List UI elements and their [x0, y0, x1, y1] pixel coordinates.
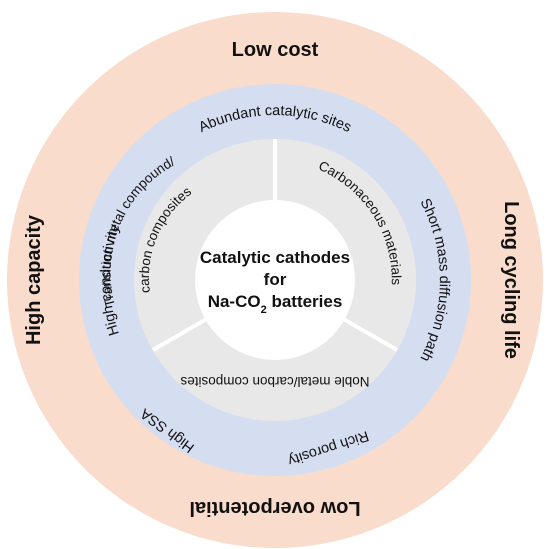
inner-divider-left [151, 315, 212, 352]
center-circle [195, 200, 355, 360]
center-title-line1: Catalytic cathodes [200, 248, 350, 267]
center-title-subscript: 2 [261, 304, 267, 316]
outer-label-bottom: Low overpotential [189, 497, 360, 519]
center-title-line3: Na-CO2 batteries [208, 292, 343, 316]
center-title-line2: for [264, 270, 287, 289]
center-title-na-co: Na-CO [208, 292, 261, 311]
inner-divider-right [338, 315, 399, 352]
outer-label-top: Low cost [232, 39, 319, 61]
inner-label-bottom: Noble metal/carbon composites [180, 374, 369, 389]
outer-label-left: High capacity [23, 214, 45, 345]
outer-label-right: Long cycling life [500, 201, 522, 359]
center-title-batteries: batteries [267, 292, 343, 311]
